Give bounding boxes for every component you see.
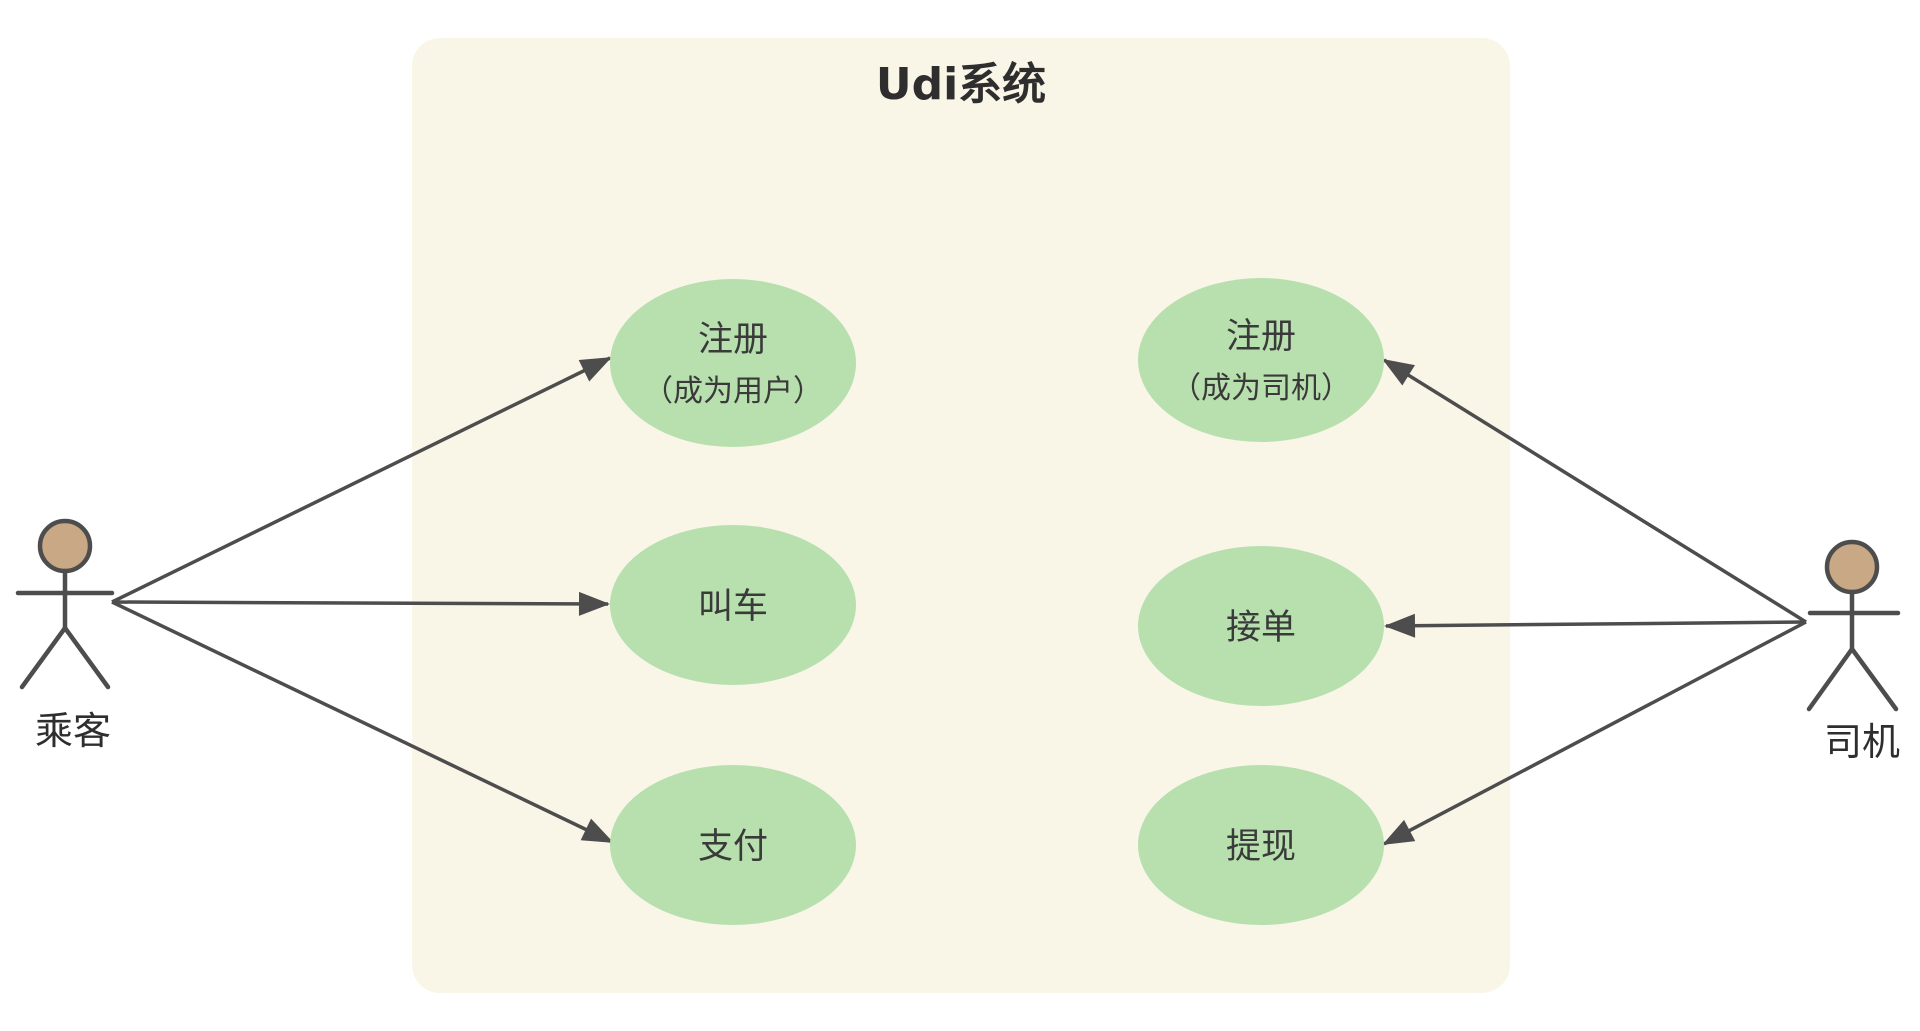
edge-passenger-register-user	[111, 356, 612, 604]
usecase-register-user-sublabel: （成为用户）	[643, 374, 823, 409]
edge-driver-register-driver	[1382, 358, 1807, 624]
usecase-withdraw-ellipse	[1138, 765, 1384, 925]
system-boundary	[412, 38, 1510, 993]
edge-passenger-call-car	[111, 591, 610, 616]
actor-driver-right-leg	[1849, 646, 1899, 712]
usecase-accept-order: 接单	[1138, 546, 1384, 706]
usecase-call-car-ellipse	[610, 525, 856, 685]
actor-passenger-left-leg	[19, 625, 68, 690]
usecase-accept-order-label: 接单	[1226, 608, 1296, 648]
usecase-withdraw: 提现	[1138, 765, 1384, 925]
usecase-accept-order-ellipse	[1138, 546, 1384, 706]
usecase-call-car-label: 叫车	[698, 587, 768, 627]
actor-passenger-head-icon	[37, 518, 93, 574]
usecase-register-driver-label: 注册	[1226, 317, 1296, 357]
edge-driver-accept-order	[1384, 613, 1807, 638]
actor-passenger-right-leg	[62, 625, 111, 690]
usecase-register-user: 注册 （成为用户）	[610, 279, 856, 447]
system-title: Udi系统	[876, 59, 1046, 110]
usecase-register-driver-ellipse	[1138, 278, 1384, 442]
edge-driver-withdraw	[1382, 620, 1807, 846]
usecase-register-user-ellipse	[610, 279, 856, 447]
edge-passenger-pay	[111, 600, 614, 844]
usecase-pay-ellipse	[610, 765, 856, 925]
usecase-register-driver-sublabel: （成为司机）	[1171, 371, 1351, 406]
usecase-register-driver: 注册 （成为司机）	[1138, 278, 1384, 442]
actor-passenger: 乘客	[15, 518, 115, 753]
actor-driver-left-leg	[1806, 646, 1855, 712]
usecase-pay-label: 支付	[698, 827, 768, 867]
usecase-call-car: 叫车	[610, 525, 856, 685]
actor-driver-label: 司机	[1824, 720, 1900, 764]
actor-driver: 司机	[1806, 539, 1901, 764]
usecase-register-user-label: 注册	[698, 320, 768, 360]
actor-driver-head-icon	[1824, 539, 1880, 595]
usecase-pay: 支付	[610, 765, 856, 925]
usecase-withdraw-label: 提现	[1226, 827, 1296, 867]
actor-passenger-label: 乘客	[35, 709, 111, 753]
association-edges	[111, 356, 1807, 846]
